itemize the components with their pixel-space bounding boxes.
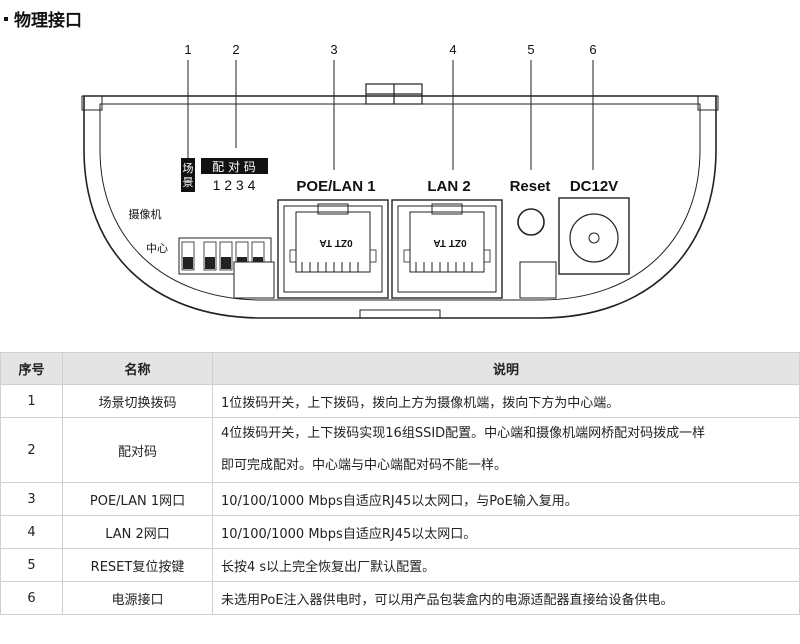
callout-3: 3 <box>330 42 337 57</box>
header-no: 序号 <box>0 352 63 385</box>
callout-5: 5 <box>527 42 534 57</box>
dip-knob <box>205 257 215 269</box>
row-no: 5 <box>0 548 63 582</box>
row-name: 场景切换拨码 <box>62 384 213 418</box>
row-desc-line: 即可完成配对。中心端与中心端配对码不能一样。 <box>221 458 508 473</box>
row-name: 电源接口 <box>62 581 213 615</box>
section-title-text: 物理接口 <box>14 11 82 31</box>
reset-label: Reset <box>510 178 551 195</box>
row-name: LAN 2网口 <box>62 515 213 549</box>
row-desc: 1位拨码开关，上下拨码，拨向上方为摄像机端，拨向下方为中心端。 <box>212 384 800 418</box>
table-row: 3 POE/LAN 1网口 10/100/1000 Mbps自适应RJ45以太网… <box>0 482 800 516</box>
rj45-jack-text: 0ZT TA <box>433 237 466 248</box>
table-header-row: 序号 名称 说明 <box>0 352 800 385</box>
row-no: 3 <box>0 482 63 516</box>
table-row: 1 场景切换拨码 1位拨码开关，上下拨码，拨向上方为摄像机端，拨向下方为中心端。 <box>0 384 800 418</box>
table-row: 4 LAN 2网口 10/100/1000 Mbps自适应RJ45以太网口。 <box>0 515 800 549</box>
device-diagram: 1 2 3 4 5 6 场景 配 对 码 1 2 3 4 摄像机 中心 <box>81 42 719 319</box>
row-desc: 10/100/1000 Mbps自适应RJ45以太网口，与PoE输入复用。 <box>212 482 800 516</box>
row-no: 1 <box>0 384 63 418</box>
row-desc-line: 4位拨码开关，上下拨码实现16组SSID配置。中心端和摄像机端网桥配对码拨成一样 <box>221 426 706 441</box>
section-title: 物理接口 <box>4 6 82 31</box>
row-desc: 10/100/1000 Mbps自适应RJ45以太网口。 <box>212 515 800 549</box>
row-desc: 4位拨码开关，上下拨码实现16组SSID配置。中心端和摄像机端网桥配对码拨成一样… <box>212 417 800 483</box>
row-name: RESET复位按键 <box>62 548 213 582</box>
power-label: DC12V <box>570 178 618 195</box>
dip-knob <box>221 257 231 269</box>
reset-button[interactable] <box>517 208 545 236</box>
rj45-jack-text: 0ZT TA <box>319 237 352 248</box>
switch1-label: 场景 <box>183 161 194 189</box>
rj45-port-1[interactable]: 0ZT TA <box>277 199 389 299</box>
row-desc: 未选用PoE注入器供电时，可以用产品包装盒内的电源适配器直接给设备供电。 <box>212 581 800 615</box>
row-no: 4 <box>0 515 63 549</box>
rj45-port-2[interactable]: 0ZT TA <box>391 199 503 299</box>
port1-label: POE/LAN 1 <box>296 178 375 195</box>
callout-2: 2 <box>232 42 239 57</box>
side-label-camera: 摄像机 <box>129 207 162 221</box>
callout-4: 4 <box>449 42 456 57</box>
switch2-numbers: 1 2 3 4 <box>213 177 256 193</box>
switch2-label-bg <box>201 158 268 174</box>
row-no: 6 <box>0 581 63 615</box>
foot-left <box>233 261 275 299</box>
header-name: 名称 <box>62 352 213 385</box>
row-name: POE/LAN 1网口 <box>62 482 213 516</box>
table-row: 6 电源接口 未选用PoE注入器供电时，可以用产品包装盒内的电源适配器直接给设备… <box>0 581 800 615</box>
side-label-center: 中心 <box>146 242 168 255</box>
top-clip <box>365 83 423 105</box>
bullet-icon <box>4 17 8 21</box>
header-desc: 说明 <box>212 352 800 385</box>
leader-lines <box>187 60 594 170</box>
dc-power-jack[interactable] <box>558 197 630 275</box>
port2-label: LAN 2 <box>427 178 470 195</box>
interface-table: 序号 名称 说明 1 场景切换拨码 1位拨码开关，上下拨码，拨向上方为摄像机端，… <box>0 352 800 615</box>
table-row: 2 配对码 4位拨码开关，上下拨码实现16组SSID配置。中心端和摄像机端网桥配… <box>0 417 800 483</box>
callout-1: 1 <box>184 42 191 57</box>
row-no: 2 <box>0 417 63 483</box>
row-name: 配对码 <box>62 417 213 483</box>
foot-right <box>519 261 557 299</box>
device-housing <box>81 95 719 319</box>
dip-knob <box>183 257 193 269</box>
row-desc: 长按4 s以上完全恢复出厂默认配置。 <box>212 548 800 582</box>
table-row: 5 RESET复位按键 长按4 s以上完全恢复出厂默认配置。 <box>0 548 800 582</box>
switch2-label: 配 对 码 <box>212 160 256 174</box>
callout-6: 6 <box>589 42 596 57</box>
switch1-label-bg <box>181 158 195 192</box>
